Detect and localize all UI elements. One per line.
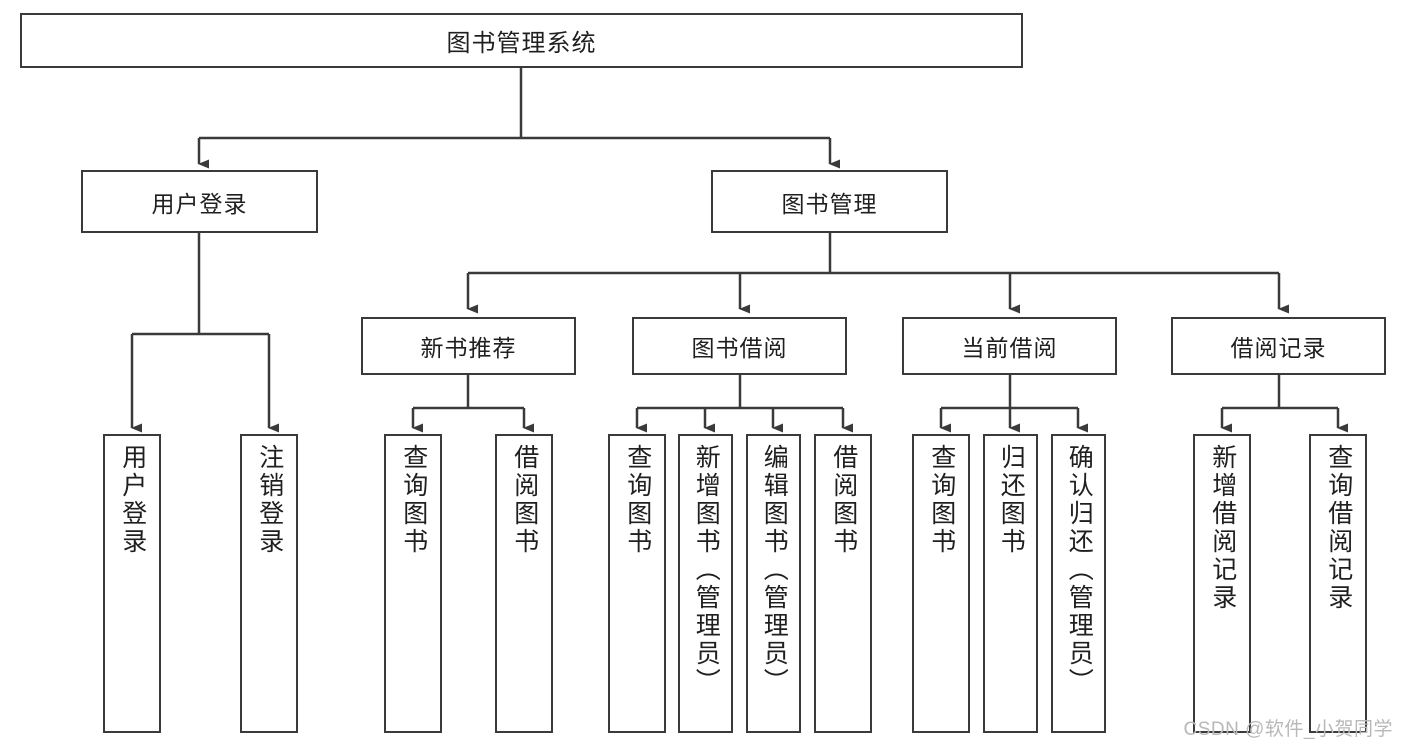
node-new-book-recommend-label: 新书推荐	[420, 335, 517, 361]
leaf-current-return-book[interactable]: 归还图书	[983, 434, 1038, 733]
leaf-user-login-signin-label: 用户登录	[118, 444, 147, 556]
node-book-borrow[interactable]: 图书借阅	[632, 317, 847, 375]
node-book-borrow-label: 图书借阅	[691, 335, 788, 361]
leaf-new-book-query-label: 查询图书	[399, 444, 428, 556]
node-new-book-recommend[interactable]: 新书推荐	[361, 317, 576, 375]
leaf-borrow-borrow-book-label: 借阅图书	[829, 444, 858, 556]
leaf-current-confirm-return-label: 确认归还（管理员）	[1065, 444, 1094, 696]
node-borrow-records-label: 借阅记录	[1230, 335, 1327, 361]
leaf-records-add-record[interactable]: 新增借阅记录	[1193, 434, 1251, 733]
node-root-label: 图书管理系统	[446, 30, 597, 57]
leaf-user-login-signout[interactable]: 注销登录	[240, 434, 298, 733]
leaf-borrow-edit-book-label: 编辑图书（管理员）	[760, 444, 789, 696]
leaf-current-return-book-label: 归还图书	[997, 444, 1026, 556]
node-user-login-label: 用户登录	[151, 190, 248, 217]
leaf-borrow-borrow-book[interactable]: 借阅图书	[814, 434, 872, 733]
leaf-borrow-query-book-label: 查询图书	[623, 444, 652, 556]
leaf-borrow-edit-book[interactable]: 编辑图书（管理员）	[746, 434, 801, 733]
leaf-new-book-borrow[interactable]: 借阅图书	[495, 434, 553, 733]
node-book-management[interactable]: 图书管理	[711, 170, 948, 233]
node-root-system[interactable]: 图书管理系统	[20, 13, 1023, 68]
leaf-borrow-add-book[interactable]: 新增图书（管理员）	[678, 434, 733, 733]
leaf-new-book-borrow-label: 借阅图书	[510, 444, 539, 556]
node-current-borrow[interactable]: 当前借阅	[902, 317, 1117, 375]
leaf-records-query-record[interactable]: 查询借阅记录	[1309, 434, 1367, 733]
node-user-login[interactable]: 用户登录	[81, 170, 318, 233]
leaf-current-query-book-label: 查询图书	[927, 444, 956, 556]
leaf-borrow-query-book[interactable]: 查询图书	[608, 434, 666, 733]
node-borrow-records[interactable]: 借阅记录	[1171, 317, 1386, 375]
leaf-new-book-query[interactable]: 查询图书	[384, 434, 442, 733]
leaf-borrow-add-book-label: 新增图书（管理员）	[692, 444, 721, 696]
csdn-watermark: CSDN @软件_小贺同学	[1183, 719, 1393, 740]
node-current-borrow-label: 当前借阅	[961, 335, 1058, 361]
leaf-current-query-book[interactable]: 查询图书	[912, 434, 970, 733]
leaf-records-add-record-label: 新增借阅记录	[1208, 444, 1237, 612]
leaf-current-confirm-return[interactable]: 确认归还（管理员）	[1051, 434, 1106, 733]
leaf-user-login-signin[interactable]: 用户登录	[103, 434, 161, 733]
leaf-user-login-signout-label: 注销登录	[255, 444, 284, 556]
node-book-management-label: 图书管理	[781, 190, 878, 217]
leaf-records-query-record-label: 查询借阅记录	[1324, 444, 1353, 612]
